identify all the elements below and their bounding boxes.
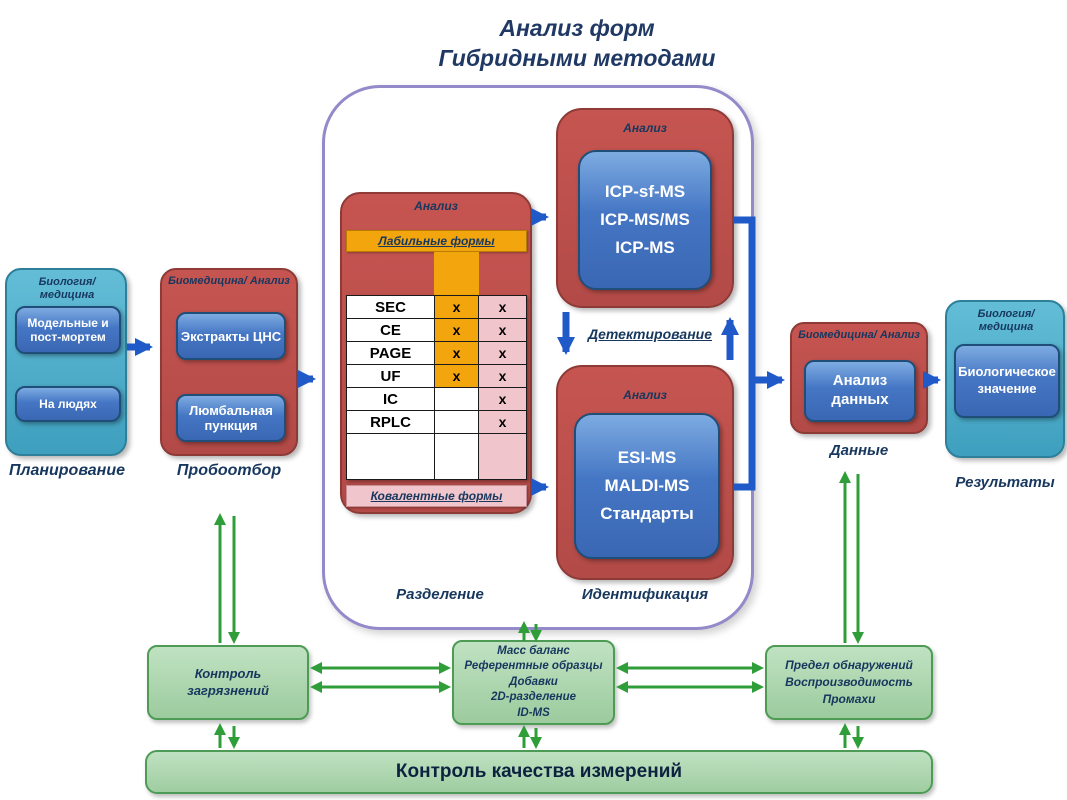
- method-name: UF: [346, 364, 435, 388]
- detection-box: Анализ ICP-sf-MS ICP-MS/MS ICP-MS: [556, 108, 734, 308]
- labile-mark: x: [434, 318, 479, 342]
- results-caption: Результаты: [955, 474, 1055, 491]
- labile-mark: x: [434, 341, 479, 365]
- separation-header: Анализ: [414, 199, 458, 213]
- table-row-sec: SEC x x: [346, 295, 527, 319]
- covalent-mark: x: [478, 318, 527, 342]
- identification-header: Анализ: [623, 388, 667, 402]
- data-analysis-group-box: Биомедицина/ Анализ Анализ данных: [790, 322, 928, 434]
- qc-reference-line-2: Референтные образцы: [464, 660, 603, 673]
- labile-mark: [434, 410, 479, 434]
- planning-item-models: Модельные и пост-мортем: [15, 306, 121, 354]
- data-analysis-header: Биомедицина/ Анализ: [798, 329, 920, 341]
- qc-contamination-box: Контроль загрязнений: [147, 645, 309, 720]
- sampling-item-lumbar: Люмбальная пункция: [176, 394, 286, 442]
- qc-metrics-line-1: Предел обнаружений: [785, 658, 913, 673]
- title-line-2: Гибридными методами: [438, 44, 716, 71]
- covalent-mark: x: [478, 295, 527, 319]
- covalent-mark: x: [478, 387, 527, 411]
- results-box: Биологическое значение: [954, 344, 1060, 418]
- labile-mark: x: [434, 295, 479, 319]
- table-row-page: PAGE x x: [346, 341, 527, 365]
- sampling-group-box: Биомедицина/ Анализ Экстракты ЦНС Люмбал…: [160, 268, 298, 456]
- table-row-rplc: RPLC x: [346, 410, 527, 434]
- detection-label: Детектирование: [588, 326, 712, 342]
- data-analysis-box: Анализ данных: [804, 360, 916, 422]
- title-line-1: Анализ форм: [499, 15, 655, 41]
- data-caption: Данные: [829, 442, 889, 459]
- detection-line-3: ICP-MS: [615, 238, 675, 258]
- table-row-ic: IC x: [346, 387, 527, 411]
- planning-item-humans: На людях: [15, 386, 121, 422]
- qc-reference-line-3: Добавки: [509, 675, 558, 688]
- planning-group-box: Биология/ медицина Модельные и пост-морт…: [5, 268, 127, 456]
- qc-metrics-box: Предел обнаружений Воспроизводимость Про…: [765, 645, 933, 720]
- method-name: CE: [346, 318, 435, 342]
- covalent-mark: x: [478, 364, 527, 388]
- labile-forms-strip: Лабильные формы: [346, 230, 527, 252]
- detection-methods-box: ICP-sf-MS ICP-MS/MS ICP-MS: [578, 150, 712, 290]
- method-name: RPLC: [346, 410, 435, 434]
- qc-metrics-line-2: Воспроизводимость: [785, 675, 913, 690]
- planning-group-header: Биология/ медицина: [38, 276, 96, 301]
- table-row-empty: [346, 433, 527, 480]
- method-name: PAGE: [346, 341, 435, 365]
- identification-caption: Идентификация: [581, 586, 709, 603]
- qc-contamination-line-1: Контроль: [194, 665, 262, 681]
- method-name: IC: [346, 387, 435, 411]
- diagram-title: Анализ форм Гибридными методами: [327, 14, 827, 74]
- identification-methods-box: ESI-MS MALDI-MS Стандарты: [574, 413, 720, 559]
- labile-mark: [434, 387, 479, 411]
- identification-line-1: ESI-MS: [617, 447, 677, 467]
- separation-table: SEC x x CE x x PAGE x x UF x x IC x RPLC…: [346, 295, 527, 480]
- qc-reference-line-1: Масс баланс: [497, 644, 570, 657]
- qc-bottom-bar: Контроль качества измерений: [145, 750, 933, 794]
- results-group-header: Биология/ медицина: [977, 308, 1035, 333]
- planning-caption: Планирование: [8, 462, 126, 479]
- identification-line-3: Стандарты: [600, 504, 694, 524]
- sampling-item-cns-extracts: Экстракты ЦНС: [176, 312, 286, 360]
- identification-box: Анализ ESI-MS MALDI-MS Стандарты: [556, 365, 734, 580]
- identification-line-2: MALDI-MS: [604, 475, 690, 495]
- detection-line-1: ICP-sf-MS: [604, 181, 686, 201]
- sampling-caption: Пробоотбор: [176, 462, 282, 479]
- detection-header: Анализ: [623, 121, 667, 135]
- labile-column-band: [434, 252, 479, 296]
- method-name: SEC: [346, 295, 435, 319]
- detection-line-2: ICP-MS/MS: [600, 209, 690, 229]
- qc-contamination-line-2: загрязнений: [187, 682, 269, 698]
- results-group-box: Биология/ медицина Биологическое значени…: [945, 300, 1065, 458]
- table-row-ce: CE x x: [346, 318, 527, 342]
- qc-reference-line-5: ID-MS: [517, 706, 550, 719]
- covalent-mark: x: [478, 410, 527, 434]
- covalent-forms-strip: Ковалентные формы: [346, 485, 527, 507]
- covalent-mark: x: [478, 341, 527, 365]
- qc-metrics-line-3: Промахи: [822, 691, 876, 706]
- qc-reference-box: Масс баланс Референтные образцы Добавки …: [452, 640, 615, 725]
- labile-mark: x: [434, 364, 479, 388]
- sampling-group-header: Биомедицина/ Анализ: [168, 275, 290, 287]
- qc-reference-line-4: 2D-разделение: [490, 691, 577, 704]
- separation-caption: Разделение: [396, 586, 484, 603]
- table-row-uf: UF x x: [346, 364, 527, 388]
